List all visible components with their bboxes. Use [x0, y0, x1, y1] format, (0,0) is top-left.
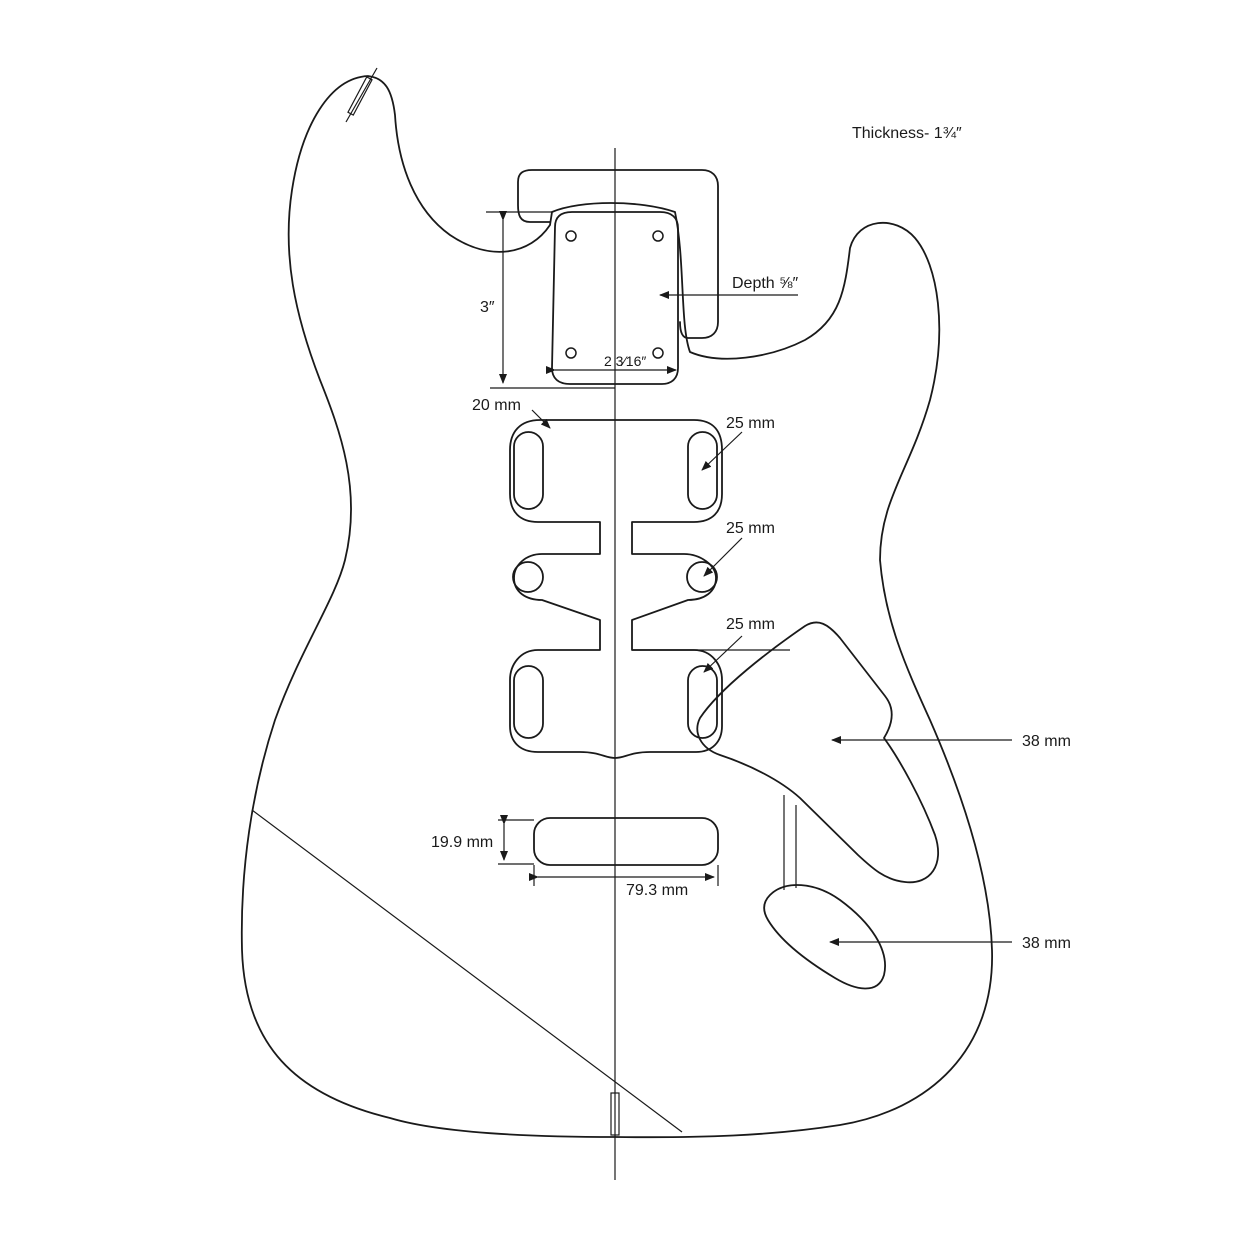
middle-pickup-hole-right	[686, 561, 718, 593]
neck-pickup-leader	[701, 431, 743, 471]
control-cavity	[696, 621, 940, 884]
horn-marker-line	[345, 67, 378, 123]
middle-pickup-leader	[703, 537, 743, 577]
middle-pickup-hole-left	[512, 561, 544, 593]
bridge-pickup-slot-left	[513, 665, 544, 739]
body-outline	[240, 75, 993, 1139]
neck-pickup-label: 25 mm	[726, 415, 775, 432]
neck-pocket-route	[517, 169, 719, 339]
middle-pickup-label: 25 mm	[726, 520, 775, 537]
pocket-length-label: 3″	[480, 299, 495, 316]
diagonal-line	[251, 809, 683, 1133]
thickness-label: Thickness- 1¾″	[852, 125, 962, 142]
bridge-pickup-leader	[703, 635, 743, 673]
bridge-pickup-label: 25 mm	[726, 616, 775, 633]
top-left-pickup-label: 20 mm	[472, 397, 521, 414]
neck-pickup-slot-right	[687, 431, 718, 510]
pocket-width-label: 2 3⁄16″	[604, 353, 646, 369]
neck-plate	[551, 211, 679, 385]
neck-screw-hole	[652, 230, 664, 242]
bridge-height-label: 19.9 mm	[431, 834, 493, 851]
neck-pickup-slot-left	[513, 431, 544, 510]
top-left-leader	[531, 409, 551, 429]
pickup-route	[509, 419, 723, 759]
control-cavity-label: 38 mm	[1022, 733, 1071, 750]
neck-screw-hole	[565, 347, 577, 359]
neck-screw-hole	[565, 230, 577, 242]
jack-cavity	[763, 884, 886, 990]
depth-label: Depth ⅝″	[732, 275, 798, 292]
jack-cavity-label: 38 mm	[1022, 935, 1071, 952]
bridge-width-label: 79.3 mm	[626, 882, 688, 899]
end-marker	[610, 1092, 620, 1136]
bridge-pickup-slot-right	[687, 665, 718, 739]
bridge-route	[533, 817, 719, 866]
neck-screw-hole	[652, 347, 664, 359]
horn-marker	[347, 76, 373, 116]
